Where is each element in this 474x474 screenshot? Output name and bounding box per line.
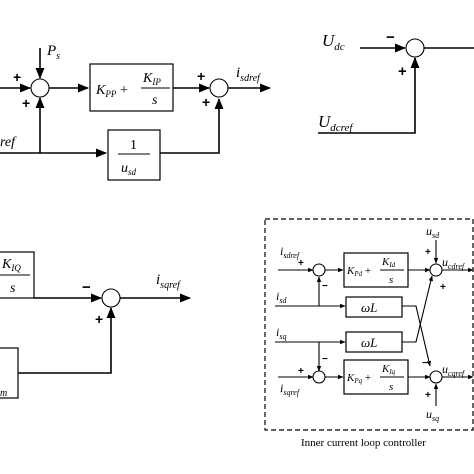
inner-loop-caption: Inner current loop controller [301, 437, 426, 449]
inner-current-loop: isdref + KPd + KId s ucdref usd + isd − … [264, 218, 474, 449]
isdref-in-label: isdref [280, 244, 301, 260]
q-ff-line [18, 306, 116, 374]
q-sign-plus: + [95, 311, 103, 327]
sum-junction-power-out [209, 78, 229, 98]
ff-num: 1 [130, 138, 137, 153]
q-sign-minus: − [82, 279, 91, 296]
pi-power-label: KPP + [95, 82, 128, 99]
usd-sign-plus: + [425, 247, 431, 258]
inner-loop-frame [264, 218, 474, 431]
d-sign-plus: + [298, 258, 304, 269]
wl-d-cross-line [402, 305, 432, 367]
pi-q-inner-num: KIq [381, 363, 396, 376]
pi-q-inner-den: s [389, 381, 393, 393]
pi-d-num: KId [381, 256, 396, 269]
udcref-label: Udcref [318, 112, 354, 134]
reactive-loop: KIQ s − isqref m + [0, 251, 192, 399]
usd-label: usd [426, 224, 440, 240]
ref-label-partial: ref [0, 135, 17, 150]
q-out-sign-minus: − [422, 358, 428, 369]
dc-sign-minus: − [386, 29, 395, 46]
sum-d-inner [312, 263, 326, 277]
wl-q-cross-line [402, 275, 433, 343]
sign-plus-out-bottom: + [202, 94, 210, 110]
dc-sign-plus: + [398, 63, 407, 80]
pi-d-k: KPd + [346, 265, 371, 278]
sum-q-inner [312, 370, 326, 384]
pi-power-den: s [152, 93, 158, 108]
pi-q-k: KPq + [346, 372, 371, 385]
ff-out-line [160, 97, 224, 154]
sign-plus-out-left: + [197, 68, 205, 84]
partial-sub: m [0, 388, 7, 399]
ps-label: Ps [46, 43, 60, 62]
d-out-sign-plus: + [440, 282, 446, 293]
sum-q-out [429, 370, 443, 384]
isd-in-label: isd [276, 289, 287, 305]
dc-voltage-loop: Udc − Udcref + [318, 29, 474, 134]
isqref-in-label: isqref [280, 381, 301, 397]
ucdref-label: ucdref [442, 255, 466, 271]
q-inner-sign-plus: + [298, 366, 304, 377]
udc-label: Udc [322, 31, 345, 53]
q-inner-sign-minus: − [322, 354, 328, 365]
isqref-label: isqref [156, 272, 181, 291]
sum-junction-dc [405, 38, 425, 58]
sign-plus-bottom: + [22, 95, 30, 111]
d-sign-minus: − [322, 281, 328, 292]
pi-q-num: KIQ [1, 257, 21, 273]
isq-in-label: isq [276, 325, 286, 341]
ff-den: usd [121, 161, 137, 177]
isdref-label: isdref [236, 65, 261, 84]
wl-q-label: ωL [361, 335, 377, 350]
wl-block-d [345, 296, 403, 318]
pi-power-num: KIP [142, 71, 161, 87]
pi-q-den: s [10, 281, 16, 296]
sum-junction-q [101, 288, 121, 308]
usq-label: usq [426, 407, 439, 423]
sum-junction-power [30, 78, 50, 98]
udcref-line [318, 56, 420, 134]
sign-plus-left: + [13, 69, 21, 85]
pi-d-den: s [389, 274, 393, 286]
usq-sign-plus: + [425, 390, 431, 401]
power-outer-loop: Ps + + KPP + KIP s + + isdref ref 1 usd [0, 43, 272, 181]
wl-d-label: ωL [361, 300, 377, 315]
ucqref-label: ucqref [442, 362, 466, 378]
sum-d-out [429, 263, 443, 277]
ff-block [107, 129, 161, 181]
